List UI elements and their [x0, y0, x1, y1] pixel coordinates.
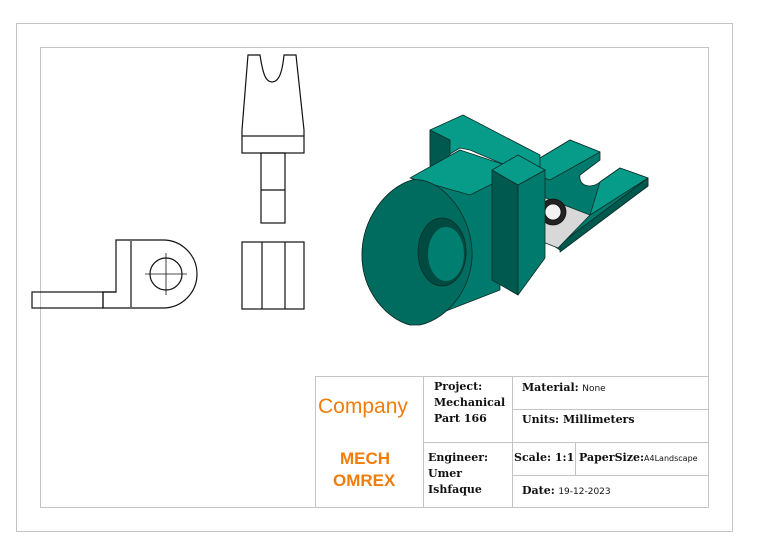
company-name-line1: MECH	[340, 449, 391, 468]
project-line1: Mechanical	[434, 396, 506, 409]
outer-frame	[16, 23, 733, 532]
date-label: Date:	[522, 484, 555, 497]
engineer-line2: Ishfaque	[428, 483, 482, 496]
engineer-line1: Umer	[428, 467, 463, 480]
fork-top-view	[241, 54, 305, 224]
date-value: 19-12-2023	[558, 487, 611, 497]
papersize-value: A4Landscape	[644, 454, 698, 463]
units-label: Units:	[522, 413, 560, 426]
company-label: Company	[318, 395, 408, 418]
units-value: Millimeters	[562, 413, 635, 426]
material-value: None	[582, 384, 606, 394]
project-label: Project:	[434, 380, 483, 393]
side-view	[241, 241, 305, 310]
units-field: Units: Millimeters	[522, 412, 635, 427]
title-block	[315, 376, 709, 508]
engineer-label: Engineer:	[428, 451, 489, 464]
project-line2: Part 166	[434, 412, 487, 425]
isometric-model	[361, 114, 649, 326]
scale-label: Scale:	[514, 451, 552, 464]
company-name-line2: OMREX	[333, 471, 396, 490]
scale-field: Scale: 1:1	[514, 450, 574, 465]
scale-value: 1:1	[554, 451, 575, 464]
papersize-label: PaperSize:	[579, 451, 645, 464]
papersize-field: PaperSize:A4Landscape	[579, 450, 698, 466]
front-view	[31, 239, 198, 309]
material-field: Material: None	[522, 380, 606, 397]
material-label: Material:	[522, 381, 579, 394]
date-field: Date: 19-12-2023	[522, 483, 611, 500]
